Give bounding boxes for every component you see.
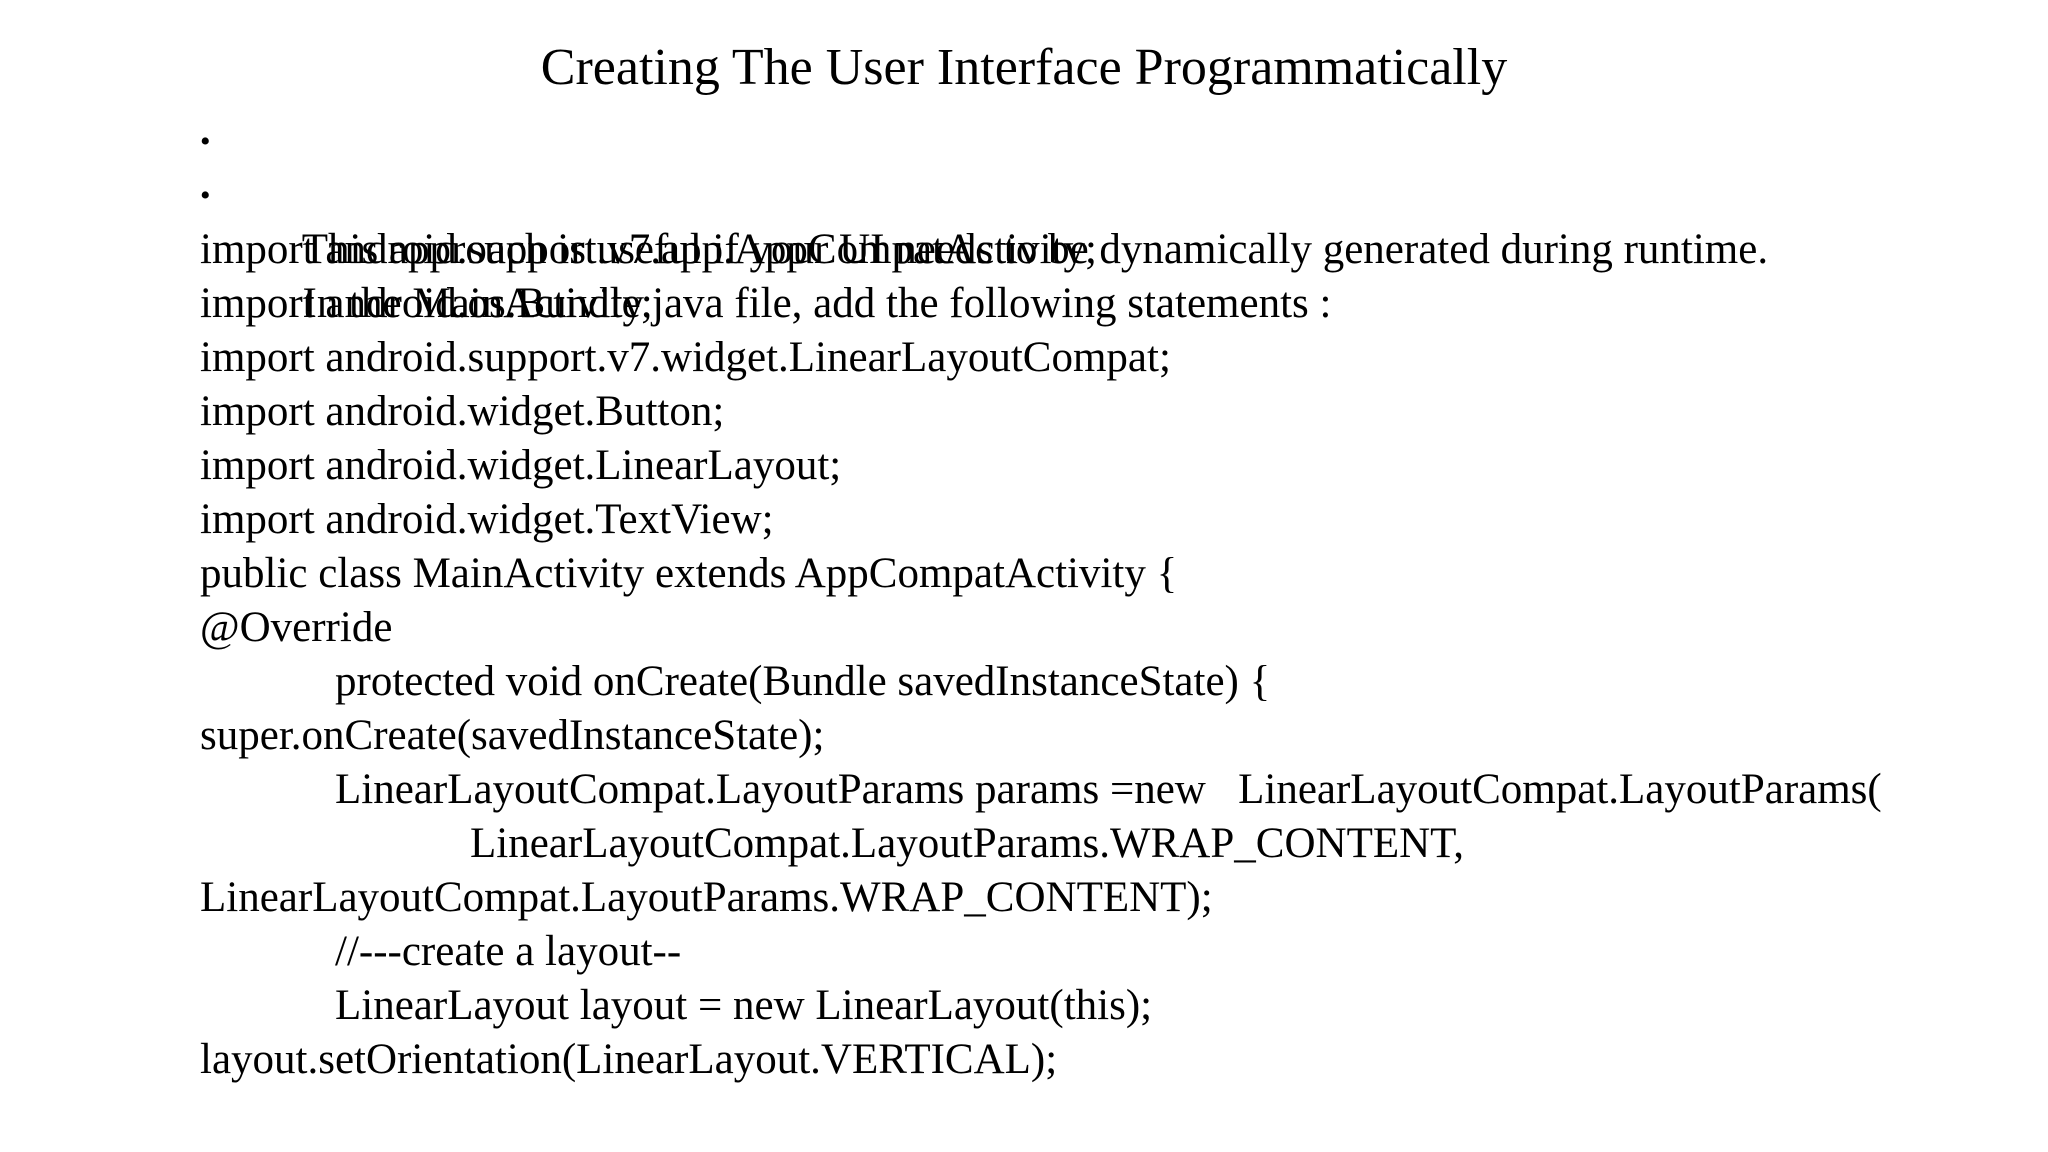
- code-line: import android.support.v7.app.AppCompatA…: [200, 226, 1097, 273]
- bullet-text: In the MainActivity.java file, add the f…: [302, 280, 1332, 327]
- code-line: import android.widget.TextView;: [200, 496, 774, 543]
- code-line: public class MainActivity extends AppCom…: [200, 550, 1178, 597]
- code-line: import android.os.Bundle;: [200, 280, 653, 327]
- code-line: LinearLayoutCompat.LayoutParams.WRAP_CON…: [470, 820, 1464, 867]
- code-line: super.onCreate(savedInstanceState);: [200, 712, 825, 759]
- bullet-item: • This approach is useful if your UI nee…: [200, 115, 2000, 273]
- code-line: import android.support.v7.widget.LinearL…: [200, 334, 1171, 381]
- code-line: @Override: [200, 604, 393, 651]
- code-line: LinearLayoutCompat.LayoutParams params =…: [335, 766, 1882, 813]
- code-line: LinearLayout layout = new LinearLayout(t…: [335, 982, 1153, 1029]
- bullet-icon: •: [200, 125, 211, 158]
- code-line: LinearLayoutCompat.LayoutParams.WRAP_CON…: [200, 874, 1213, 921]
- code-line: import android.widget.LinearLayout;: [200, 442, 842, 489]
- code-line: layout.setOrientation(LinearLayout.VERTI…: [200, 1036, 1058, 1083]
- code-line: protected void onCreate(Bundle savedInst…: [335, 658, 1271, 705]
- bullet-icon: •: [200, 179, 211, 212]
- bullet-item: • In the MainActivity.java file, add the…: [200, 169, 2000, 327]
- code-line: //---create a layout--: [335, 928, 682, 975]
- bullet-text: This approach is useful if your UI needs…: [301, 226, 1769, 273]
- code-line: import android.widget.Button;: [200, 388, 725, 435]
- slide-body: • This approach is useful if your UI nee…: [200, 115, 2000, 1087]
- slide-title: Creating The User Interface Programmatic…: [540, 39, 1508, 96]
